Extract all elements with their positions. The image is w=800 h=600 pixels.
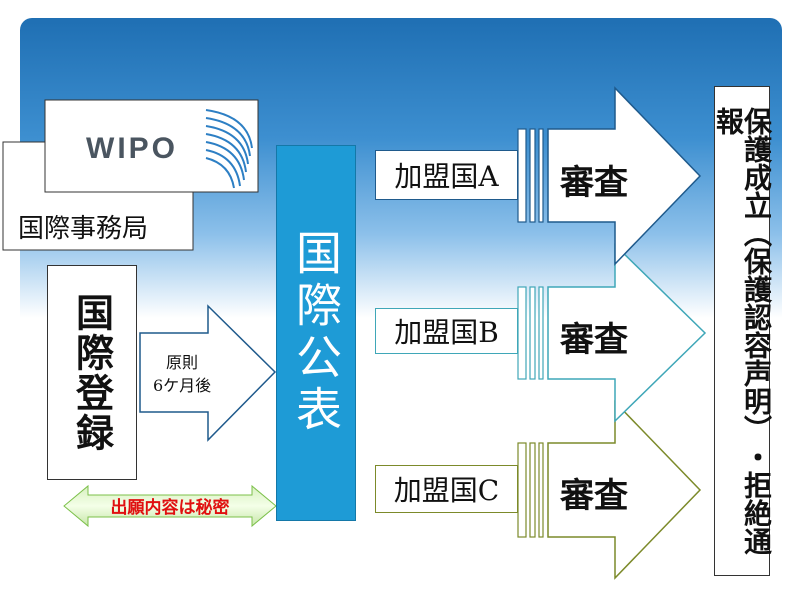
examination-a-label: 審査 — [560, 163, 628, 203]
protection-result-label: 保護成立︵保護認容声明︶・拒絶通報 — [712, 107, 773, 555]
member-state-b-box: 加盟国B — [375, 308, 518, 354]
wipo-logo-card — [44, 99, 259, 193]
arrow-tail-stripes-b — [517, 286, 544, 380]
examination-c-label: 審査 — [560, 476, 628, 516]
secret-label: 出願内容は秘密 — [111, 497, 230, 518]
registration-arrow — [139, 304, 277, 442]
international-publication-box: 国際公表 — [276, 145, 356, 521]
wipo-logo-text: WIPO — [86, 132, 178, 165]
examination-b-label: 審査 — [560, 320, 628, 360]
arrow-tail-stripes-a — [517, 128, 544, 223]
member-state-b-label: 加盟国B — [394, 316, 499, 349]
arrow-label-principle: 原則 — [166, 353, 199, 372]
international-publication-label: 国際公表 — [289, 229, 343, 437]
member-state-c-box: 加盟国C — [375, 465, 518, 513]
arrow-label-six-months: 6ケ月後 — [153, 376, 212, 395]
wipo-office-label: 国際事務局 — [18, 214, 149, 244]
protection-result-box: 保護成立︵保護認容声明︶・拒絶通報 — [712, 86, 773, 576]
arrow-tail-stripes-c — [517, 442, 544, 538]
member-state-a-label: 加盟国A — [394, 160, 499, 193]
member-state-a-box: 加盟国A — [375, 150, 518, 200]
exam-arrow-b — [547, 243, 707, 423]
international-registration-label: 国際登録 — [69, 292, 115, 453]
exam-arrow-c — [547, 400, 702, 580]
international-registration-box: 国際登録 — [47, 265, 137, 480]
member-state-c-label: 加盟国C — [393, 474, 500, 507]
wipo-globe-icon — [205, 109, 253, 189]
exam-arrow-a — [547, 86, 702, 266]
